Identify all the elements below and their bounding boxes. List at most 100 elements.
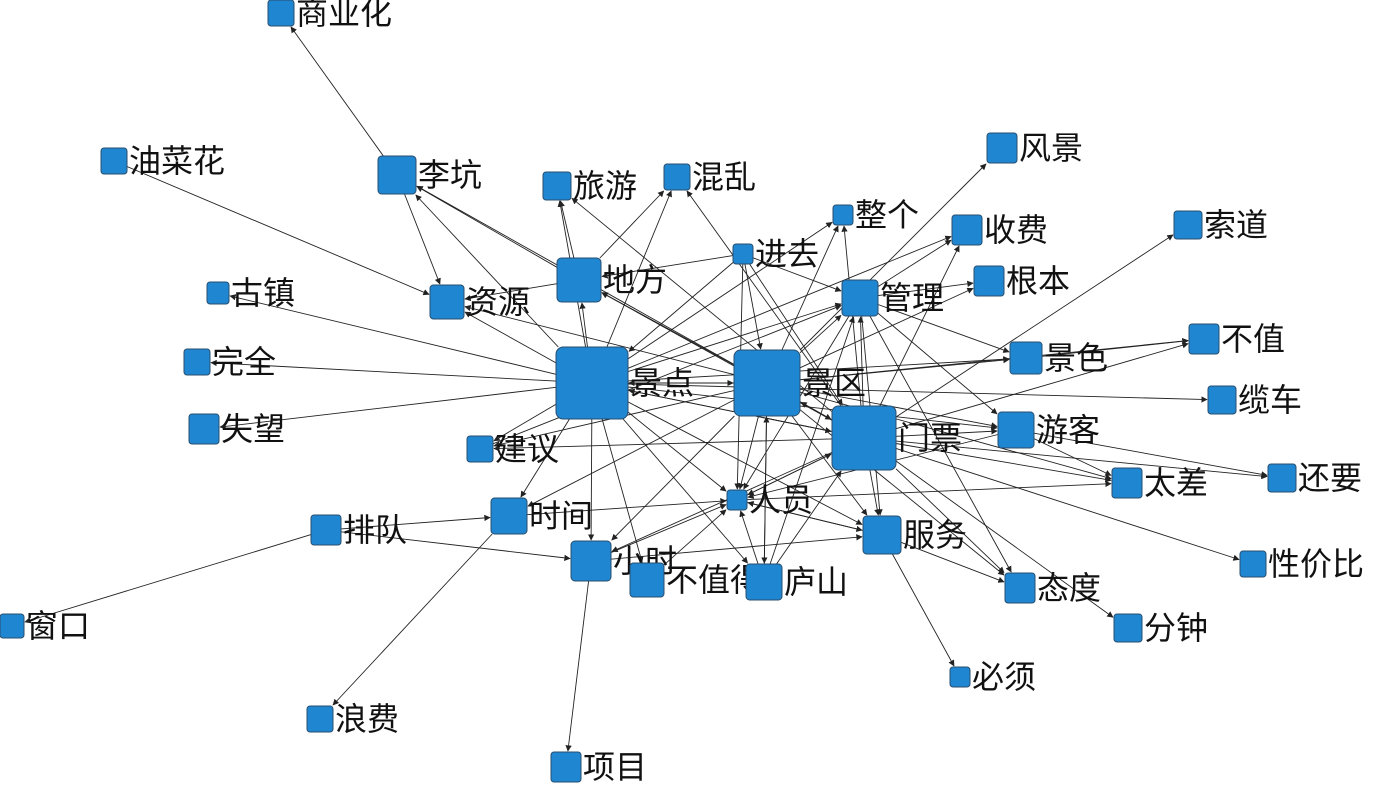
node-fuwu: 服务 (862, 515, 967, 555)
node-box-chuangkou (0, 613, 25, 639)
node-label-bixu: 必须 (972, 658, 1036, 696)
node-label-wanquan: 完全 (212, 343, 276, 381)
edge-fuwu-to-bixu (892, 553, 955, 667)
node-label-zhengge: 整个 (855, 196, 919, 234)
edge-buzhi2-to-renyuan (663, 509, 727, 566)
node-box-buzhi1 (1188, 323, 1220, 355)
node-box-taicha (1111, 467, 1143, 499)
node-box-haiyao (1267, 463, 1297, 493)
node-gugen: 根本 (973, 262, 1070, 300)
node-likeng: 李坑 (377, 155, 482, 195)
node-menpiao: 门票 (831, 405, 962, 471)
edge-menpiao-to-taicha (895, 443, 1112, 483)
node-box-guanli (841, 279, 879, 317)
node-box-lvyou (542, 171, 572, 201)
node-label-paidui: 排队 (343, 511, 407, 549)
node-label-fenzhong: 分钟 (1144, 609, 1208, 647)
edge-jingdian-to-buzhi2 (601, 418, 644, 563)
node-label-langfei: 浪费 (335, 700, 399, 738)
node-label-guzhen: 古镇 (231, 274, 295, 312)
node-box-shiwang (188, 413, 220, 445)
edge-menpiao-to-jingdian (628, 388, 833, 432)
edge-menpiao-to-fenzhong (895, 460, 1114, 618)
node-label-likeng: 李坑 (418, 156, 482, 194)
edge-jingdian-to-jianyi (493, 403, 557, 442)
node-shijian: 时间 (490, 497, 593, 535)
edge-guanli-to-taidu (869, 315, 1012, 573)
node-label-renyuan: 人员 (749, 481, 813, 519)
node-label-fuwu: 服务 (903, 516, 967, 554)
node-box-lushan (745, 563, 783, 601)
edge-jingdian-to-lanche (627, 383, 1208, 403)
node-box-youcaihua (100, 147, 128, 175)
node-label-hunluan: 混乱 (692, 158, 756, 196)
node-box-fenzhong (1113, 613, 1143, 643)
node-label-suodao: 索道 (1204, 206, 1268, 244)
node-box-renyuan (726, 489, 748, 511)
edge-jingqu-to-fengjing (799, 163, 987, 351)
edge-guanli-to-shoufei (877, 239, 952, 287)
node-box-taidu (1004, 572, 1036, 604)
node-box-jianyi (466, 435, 494, 463)
edge-menpiao-to-suodao (895, 234, 1174, 418)
edge-difang-to-likeng (416, 186, 558, 268)
edge-jingqu-to-youke (799, 388, 998, 429)
edge-jingqu-to-gugen (799, 287, 974, 369)
node-suodao: 索道 (1173, 206, 1268, 244)
node-box-hunluan (663, 163, 691, 191)
node-box-likeng (377, 155, 417, 195)
edge-jinqu-to-jingdian (628, 262, 734, 352)
node-box-youke (997, 411, 1035, 449)
node-shiwang: 失望 (188, 410, 285, 448)
node-label-jingse: 景色 (1044, 339, 1108, 377)
edge-guanli-to-gugen (877, 280, 974, 297)
edge-likeng-to-shangyehua (290, 26, 384, 157)
node-langfei: 浪费 (306, 700, 399, 738)
node-box-difang (556, 257, 602, 303)
edge-xiaoshi-to-renyuan (610, 503, 727, 554)
node-box-guzhen (206, 281, 230, 305)
node-haiyao: 还要 (1267, 459, 1362, 497)
node-box-paidui (310, 514, 342, 546)
node-box-fengjing (986, 132, 1018, 164)
node-box-fuwu (862, 515, 902, 555)
edge-jingqu-to-fuwu (791, 415, 868, 516)
node-box-shijian (490, 497, 528, 535)
edge-menpiao-to-guanli (857, 316, 864, 407)
edge-jingdian-to-renyuan (627, 411, 727, 492)
edge-renyuan-to-menpiao (746, 453, 832, 496)
node-box-shangyehua (267, 0, 295, 27)
edge-jingdian-to-youke (627, 386, 998, 431)
node-box-jinqu (732, 243, 754, 265)
edge-shijian-to-langfei (332, 533, 493, 706)
node-label-menpiao: 门票 (898, 419, 962, 457)
node-xiangmu: 项目 (550, 748, 647, 786)
edge-renyuan-to-fuwu (746, 501, 863, 532)
edge-youke-to-haiyao (1033, 432, 1268, 478)
edge-xiaoshi-to-xiangmu (565, 580, 590, 752)
node-box-jingqu (733, 349, 801, 417)
node-label-youcaihua: 油菜花 (129, 142, 225, 180)
edge-difang-to-lvyou (558, 200, 575, 259)
node-lvyou: 旅游 (542, 167, 637, 205)
node-label-jinqu: 进去 (755, 235, 819, 273)
node-guanli: 管理 (841, 279, 944, 317)
node-box-ziyuan (429, 284, 465, 320)
edge-jingdian-to-hunluan (606, 190, 672, 348)
edge-menpiao-to-taidu (895, 468, 1005, 574)
edge-jinqu-to-menpiao (749, 263, 843, 406)
edge-shijian-to-renyuan (526, 498, 727, 516)
edge-jingqu-to-xiaoshi (611, 415, 735, 541)
edge-guanli-to-jingse (877, 304, 1010, 353)
node-box-jingse (1009, 341, 1043, 375)
edge-lushan-to-guanli (769, 316, 855, 565)
edge-jingdian-to-difang (579, 302, 588, 348)
node-label-lanche: 缆车 (1238, 381, 1302, 419)
node-shangyehua: 商业化 (267, 0, 392, 32)
node-fengjing: 风景 (986, 129, 1083, 167)
edge-paidui-to-xiaoshi (340, 531, 571, 561)
node-label-jianyi: 建议 (495, 430, 559, 468)
node-box-zhengge (832, 204, 854, 226)
edge-jingqu-to-guanli (799, 314, 842, 354)
